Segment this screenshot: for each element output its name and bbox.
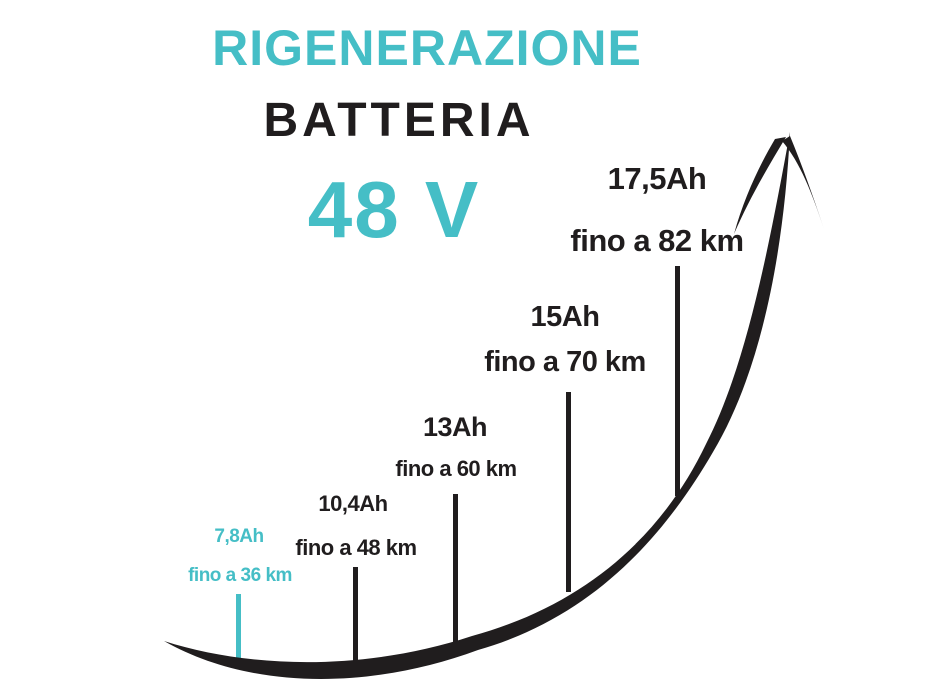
capacity-label-13ah: 13Ah xyxy=(422,412,488,442)
range-label-60km: fino a 60 km xyxy=(395,456,517,481)
page-title: RIGENERAZIONE xyxy=(212,20,642,76)
range-label-82km: fino a 82 km xyxy=(570,223,744,258)
capacity-label-7-8ah: 7,8Ah xyxy=(214,526,264,547)
page-subtitle: BATTERIA xyxy=(263,94,535,147)
range-label-70km: fino a 70 km xyxy=(484,346,646,378)
range-label-48km: fino a 48 km xyxy=(295,535,417,560)
range-label-36km: fino a 36 km xyxy=(188,565,292,586)
arrow-head-right-barb xyxy=(782,136,824,229)
capacity-label-15ah: 15Ah xyxy=(530,301,600,333)
capacity-label-10-4ah: 10,4Ah xyxy=(318,491,388,516)
voltage-label: 48 V xyxy=(307,165,481,254)
capacity-label-17-5ah: 17,5Ah xyxy=(607,161,707,196)
